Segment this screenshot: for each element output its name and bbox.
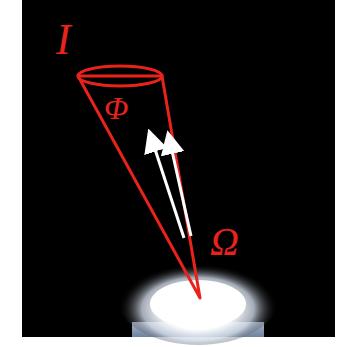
led-glow: [118, 255, 278, 345]
background: [22, 0, 335, 337]
intensity-symbol: I: [56, 18, 71, 62]
flux-symbol: Φ: [104, 92, 128, 124]
solid-angle-cone: [78, 76, 200, 298]
cone-aperture: [78, 66, 162, 86]
solid-angle-symbol: Ω: [210, 222, 239, 262]
flux-arrow: [170, 142, 191, 236]
